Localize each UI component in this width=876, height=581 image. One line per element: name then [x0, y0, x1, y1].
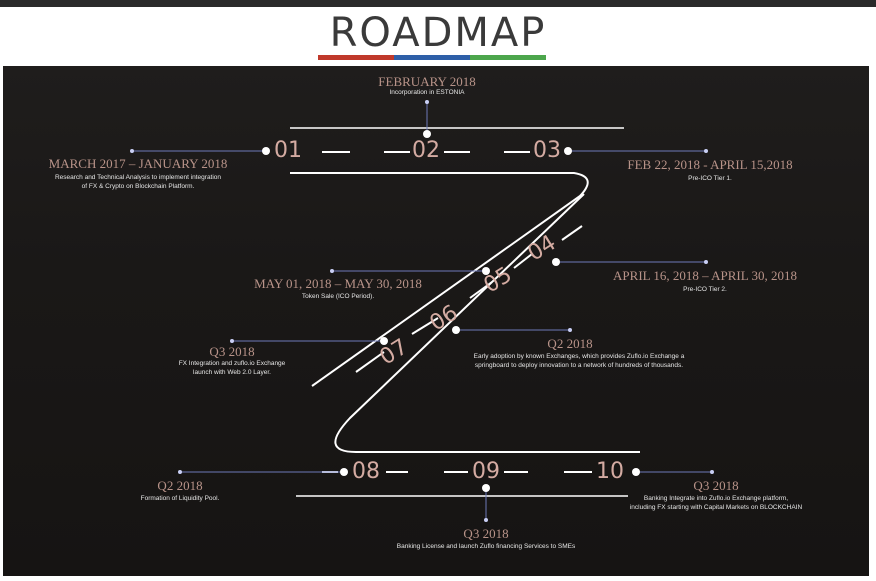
title-stripe-blue [394, 55, 470, 60]
milestone-01-desc: Research and Technical Analysis to imple… [54, 174, 222, 181]
step-number-08: 08 [352, 459, 380, 484]
milestone-02-date: FEBRUARY 2018 [378, 74, 476, 89]
step-number-01: 01 [274, 138, 302, 163]
milestone-10-desc: Banking Integrate into Zuflo.io Exchange… [643, 495, 789, 502]
milestone-01-desc-line2: of FX & Crypto on Blockchain Platform. [81, 183, 195, 190]
milestone-01-date: MARCH 2017 – JANUARY 2018 [48, 156, 228, 171]
title-stripe-green [470, 55, 546, 60]
milestone-02-desc: Incorporation in ESTONIA [389, 89, 465, 96]
milestone-08-date: Q2 2018 [157, 478, 203, 493]
milestone-07-desc-line2: launch with Web 2.0 Layer. [193, 369, 271, 376]
milestone-03-desc: Pre-ICO Tier 1. [688, 175, 732, 182]
step-number-09: 09 [472, 459, 500, 484]
milestone-06-desc-line2: springboard to deploy innovation to a ne… [474, 362, 684, 369]
page-title: ROADMAP [329, 10, 547, 56]
milestone-09-desc: Banking License and launch Zuflo financi… [396, 543, 576, 550]
step-number-03: 03 [533, 138, 561, 163]
step-number-10: 10 [596, 459, 624, 484]
step-number-02: 02 [412, 138, 440, 163]
milestone-08-desc: Formation of Liquidity Pool. [140, 495, 220, 502]
milestone-06-date: Q2 2018 [547, 336, 593, 351]
milestone-10-date: Q3 2018 [693, 478, 739, 493]
milestone-07-date: Q3 2018 [209, 344, 255, 359]
milestone-06-desc: Early adoption by known Exchanges, which… [473, 353, 685, 360]
milestone-05-date: MAY 01, 2018 – MAY 30, 2018 [254, 276, 422, 291]
milestone-04-date: APRIL 16, 2018 – APRIL 30, 2018 [613, 268, 797, 283]
milestone-05-desc: Token Sale (ICO Period). [301, 293, 375, 300]
milestone-09-date: Q3 2018 [463, 526, 509, 541]
milestone-04-desc: Pre-ICO Tier 2. [683, 286, 727, 293]
title-stripe-red [318, 55, 394, 60]
top-bar [0, 0, 876, 7]
milestone-03-date: FEB 22, 2018 - APRIL 15,2018 [627, 157, 793, 172]
milestone-07-desc: FX Integration and zuflo.io Exchange [178, 360, 286, 367]
milestone-10-desc-line2: including FX starting with Capital Marke… [629, 504, 803, 511]
